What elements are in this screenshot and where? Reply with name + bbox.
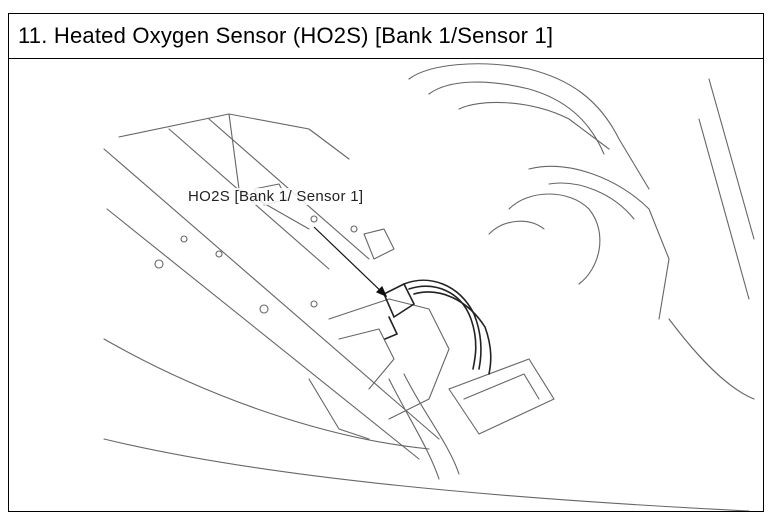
line-art-drawing	[103, 63, 755, 511]
lower-panel	[308, 378, 370, 440]
bolt-5	[310, 300, 318, 308]
bolt-2	[180, 235, 188, 243]
sensor-tip	[384, 316, 399, 340]
sensor-wire-3	[413, 291, 492, 375]
hose-top	[458, 101, 610, 150]
intake-housing	[408, 63, 650, 190]
cylinder-right-2	[488, 220, 545, 235]
bolt-6	[310, 215, 318, 223]
title-bar: 11. Heated Oxygen Sensor (HO2S) [Bank 1/…	[9, 14, 763, 59]
underbody-panel	[103, 338, 430, 450]
callout-arrowhead	[375, 285, 388, 298]
callout-leader-line	[313, 226, 387, 297]
engine-block-top	[118, 113, 350, 160]
clip-bracket	[363, 228, 395, 260]
exhaust-pipe-2	[403, 373, 460, 475]
engine-illustration	[9, 59, 763, 511]
far-right-edge-2	[698, 118, 750, 300]
frame-rail-upper	[103, 148, 440, 440]
bolt-1	[154, 259, 164, 269]
page-title: 11. Heated Oxygen Sensor (HO2S) [Bank 1/…	[18, 23, 554, 48]
far-right-edge	[708, 78, 755, 240]
right-housing	[528, 165, 670, 320]
intake-housing-inner	[428, 81, 605, 155]
right-housing-inner	[548, 182, 635, 220]
sensor-callout-label: HO2S [Bank 1/ Sensor 1]	[186, 188, 366, 205]
bottom-edge-line	[103, 438, 750, 511]
bolt-3	[215, 250, 223, 258]
exhaust-manifold	[328, 298, 450, 420]
sensor-wire-2	[408, 285, 477, 370]
exhaust-pipe	[388, 378, 440, 480]
bolt-4	[259, 304, 269, 314]
sensor-body	[382, 282, 416, 319]
bracket-right	[448, 358, 555, 435]
exhaust-flange	[338, 328, 395, 390]
frame-rail-lower	[106, 208, 420, 460]
bolt-7	[350, 225, 358, 233]
right-curve	[668, 318, 755, 400]
diagram-frame: 11. Heated Oxygen Sensor (HO2S) [Bank 1/…	[8, 13, 764, 512]
cylinder-right	[508, 193, 601, 285]
bracket-right-inner	[463, 373, 540, 400]
